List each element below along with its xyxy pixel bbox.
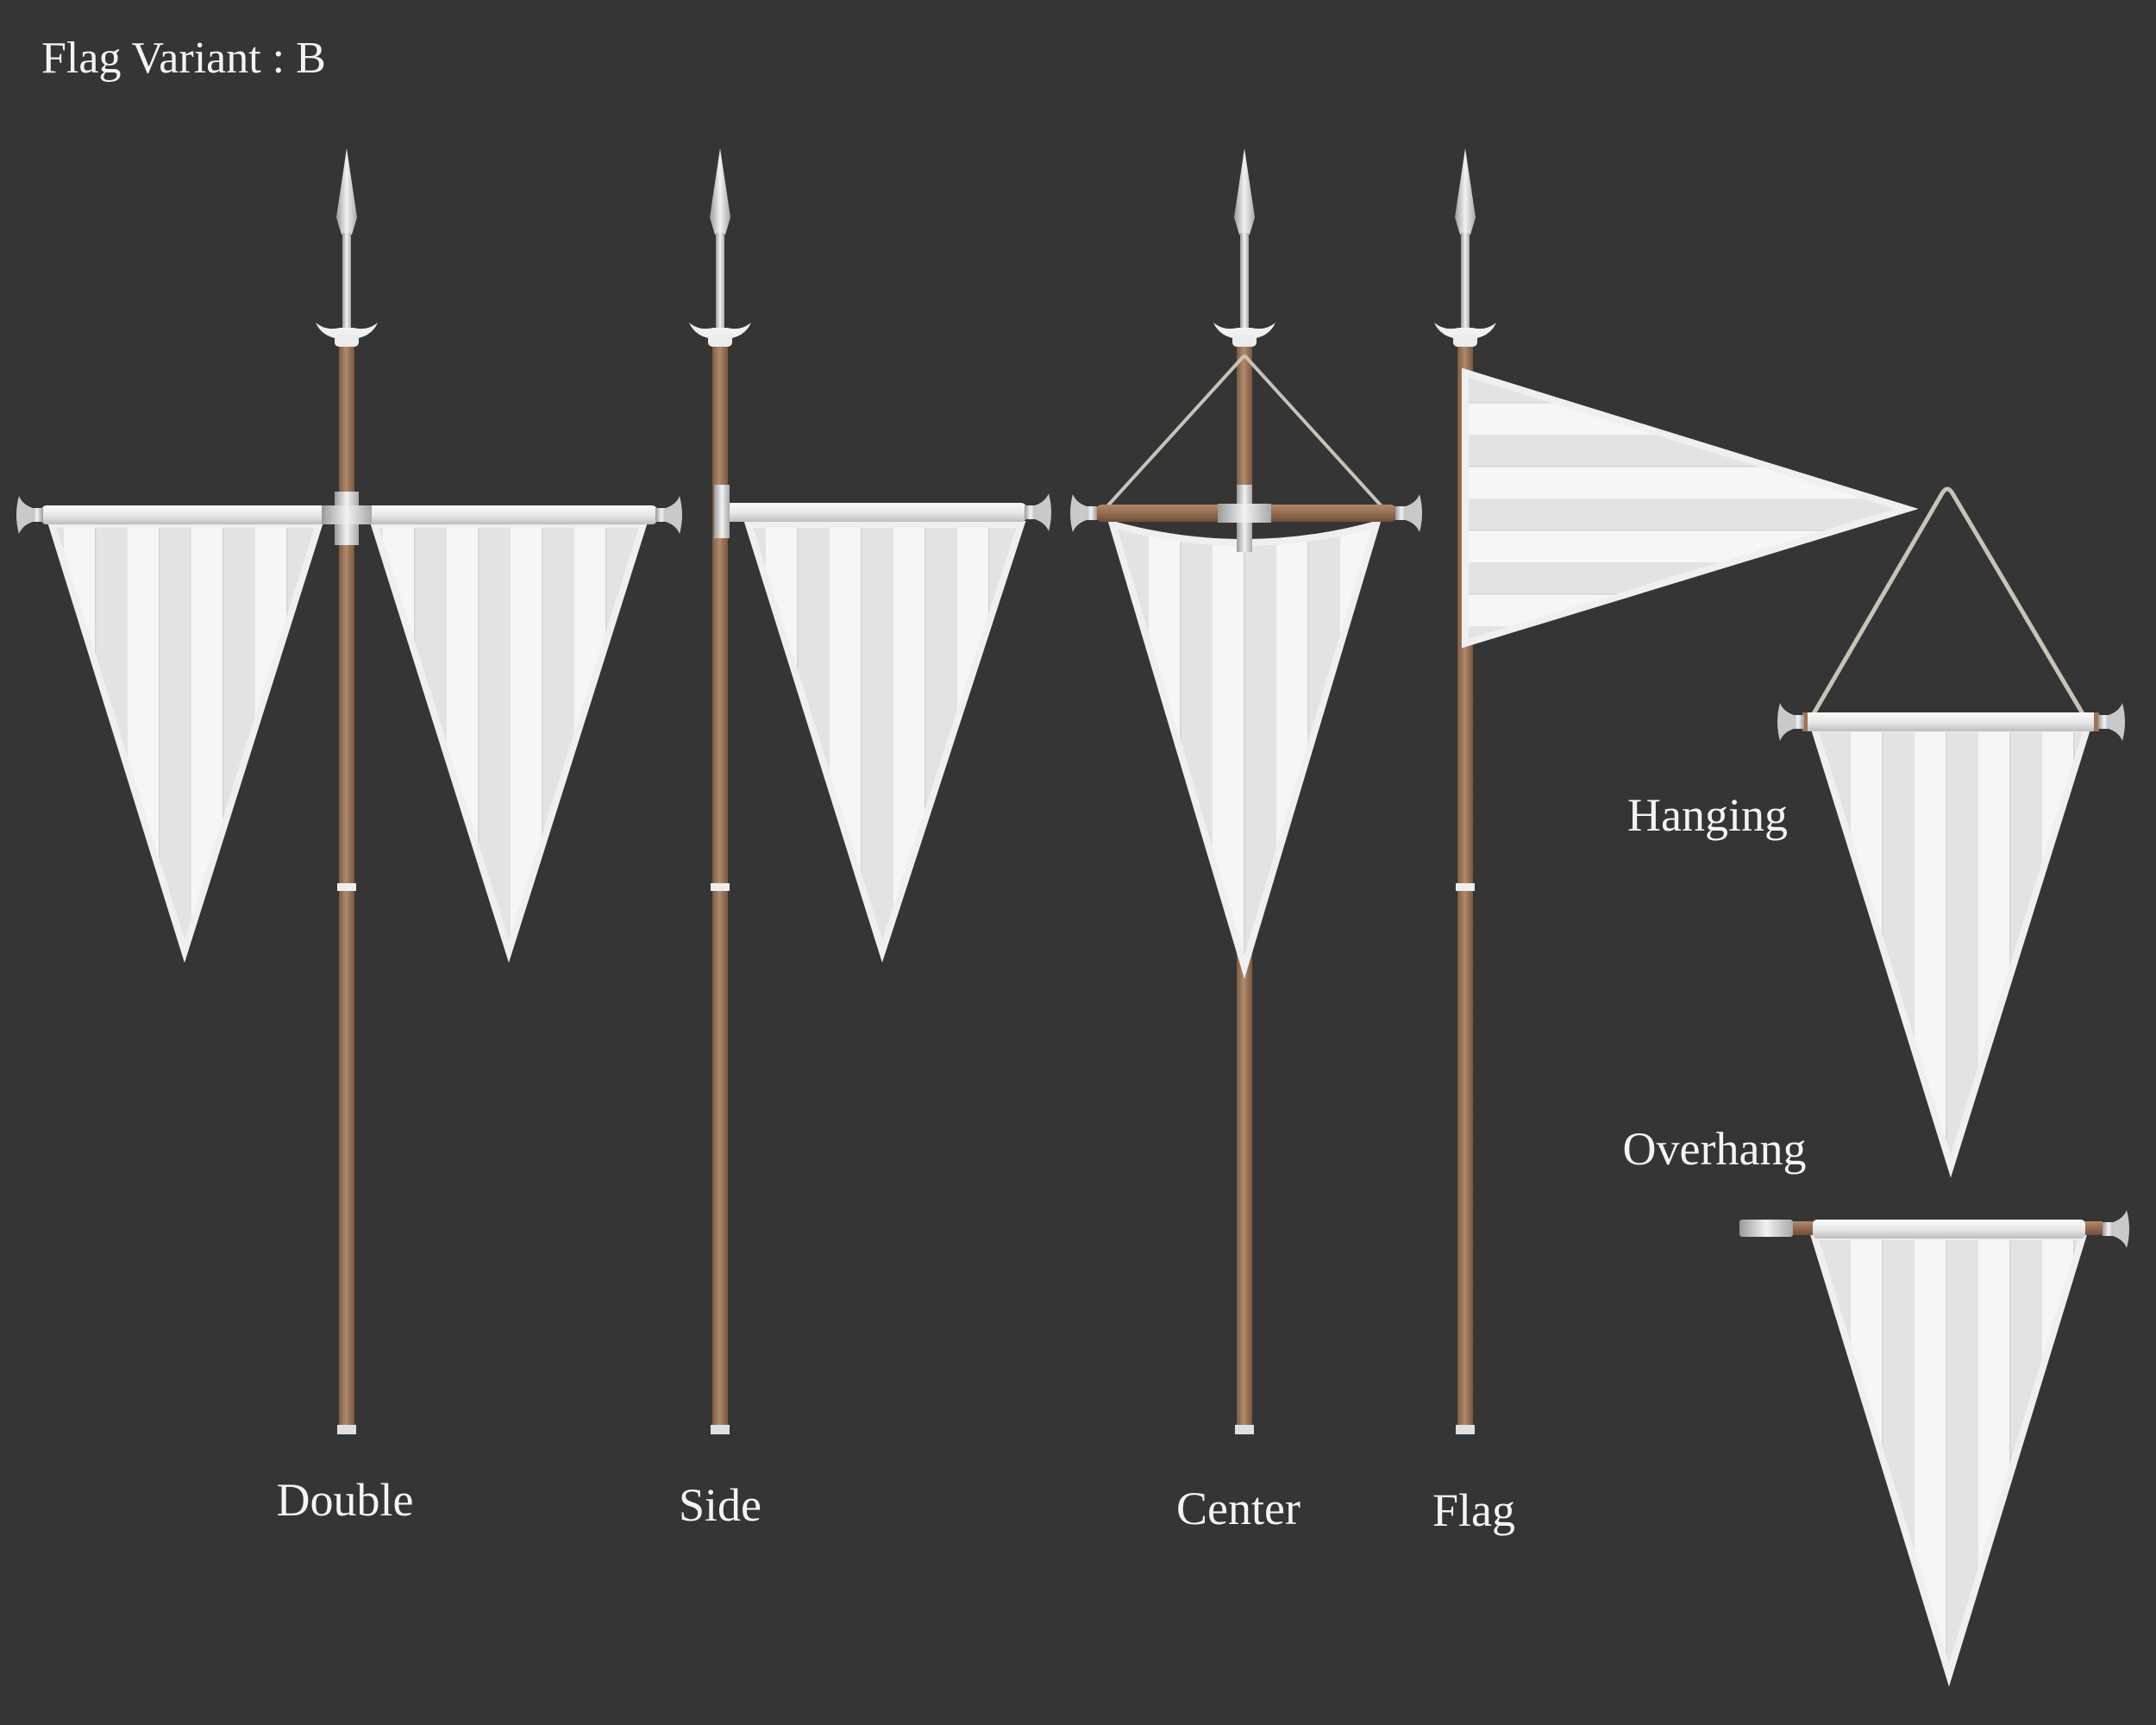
page-title: Flag Variant : B [41, 34, 326, 83]
hanging-banner [1777, 486, 2125, 1178]
overhang-banner [1739, 1210, 2129, 1687]
label-hanging: Hanging [1627, 789, 1788, 841]
flag-banner [1434, 148, 1919, 1434]
side-banner [689, 148, 1051, 1434]
label-side: Side [678, 1479, 762, 1531]
label-double: Double [276, 1474, 414, 1526]
label-center: Center [1176, 1483, 1300, 1534]
double-banner [16, 148, 682, 1434]
center-banner [1070, 148, 1422, 1434]
label-overhang: Overhang [1622, 1123, 1807, 1175]
label-flag: Flag [1432, 1484, 1516, 1536]
